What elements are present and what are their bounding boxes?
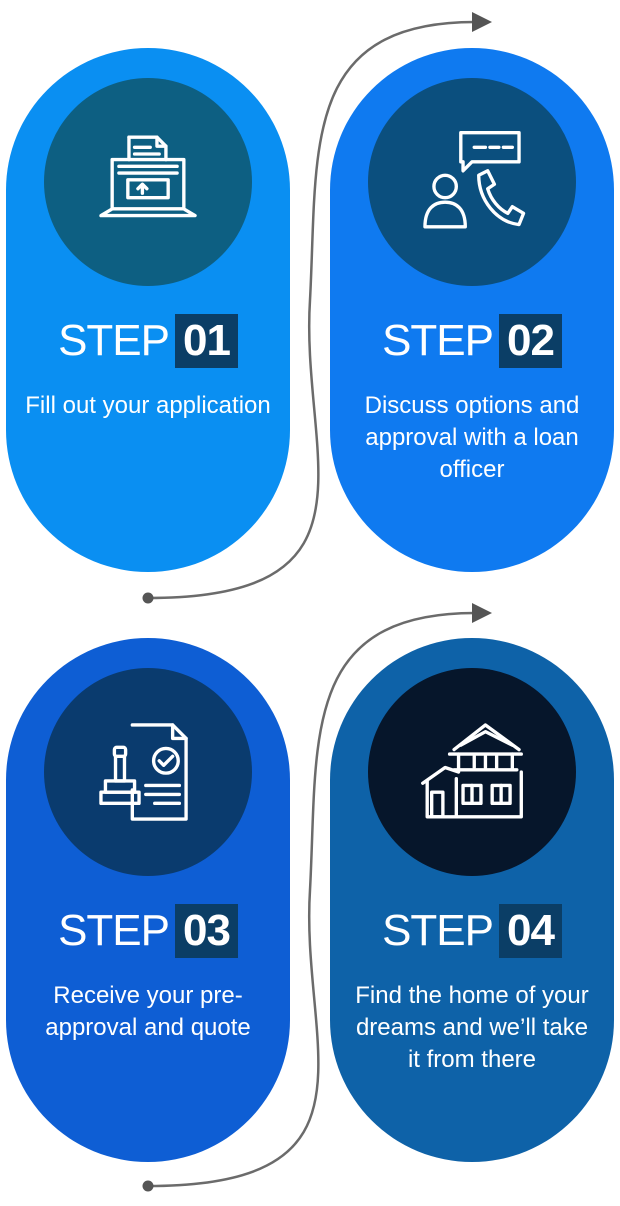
step-card-01: STEP 01 Fill out your application [6, 48, 290, 572]
house-icon [421, 723, 523, 819]
step-heading: STEP 01 [58, 314, 238, 368]
step-heading: STEP 03 [58, 904, 238, 958]
step-number-badge: 02 [498, 314, 562, 368]
step-label: STEP [58, 906, 170, 955]
step-label: STEP [382, 906, 494, 955]
step-description: Find the home of your dreams and we’ll t… [355, 982, 589, 1073]
step-icon-circle [368, 78, 576, 286]
step-label: STEP [58, 316, 170, 365]
step-description: Fill out your application [25, 392, 271, 419]
step-description: Discuss options and approval with a loan… [364, 392, 580, 483]
arrowhead-1-icon [472, 12, 492, 32]
step-icon-circle [44, 78, 252, 286]
connector-start-dot-1 [142, 592, 154, 604]
step-number-badge: 04 [498, 904, 562, 958]
stamp-certificate-icon [99, 723, 188, 821]
laptop-document-upload-icon [99, 135, 197, 218]
connector-line-1 [147, 20, 476, 600]
connector-start-dot-2 [142, 1180, 154, 1192]
step-card-04: STEP 04 Find the home of your dreams and… [330, 638, 614, 1162]
step-heading: STEP 02 [382, 314, 562, 368]
step-icon-circle [44, 668, 252, 876]
step-card-02: STEP 02 Discuss options and approval wit… [330, 48, 614, 572]
connector-line-2 [147, 611, 476, 1188]
step-description: Receive your pre-approval and quote [45, 982, 251, 1041]
step-heading: STEP 04 [382, 904, 562, 958]
arrowhead-2-icon [472, 603, 492, 623]
step-card-03: STEP 03 Receive your pre-approval and qu… [6, 638, 290, 1162]
step-icon-circle [368, 668, 576, 876]
step-number-badge: 01 [174, 314, 238, 368]
step-number-badge: 03 [174, 904, 238, 958]
chat-phone-user-icon [423, 131, 526, 229]
step-label: STEP [382, 316, 494, 365]
